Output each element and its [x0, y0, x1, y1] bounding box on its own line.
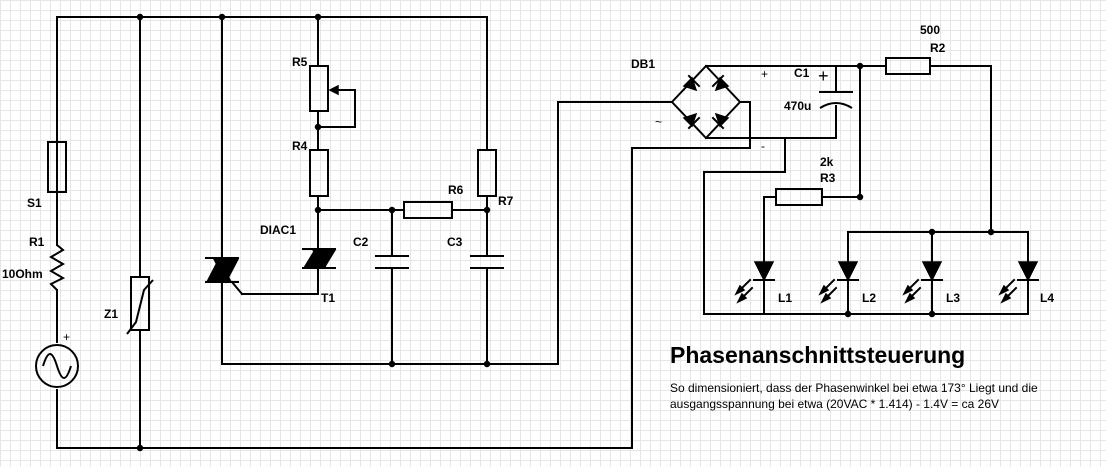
diagram-title: Phasenanschnittsteuerung	[670, 342, 966, 368]
r4-label: R4	[292, 139, 308, 153]
led-l2: L2	[818, 261, 876, 305]
r3-label: R3	[820, 171, 836, 185]
resistor-r1: R1 10Ohm	[2, 235, 66, 291]
z1-label: Z1	[104, 307, 118, 321]
db1-plus: +	[761, 67, 768, 81]
l2-label: L2	[862, 291, 876, 305]
resistor-r7: R7	[477, 149, 514, 208]
t1-label: T1	[321, 291, 335, 305]
db1-label: DB1	[631, 57, 655, 71]
c1-label: C1	[794, 66, 810, 80]
triac-t1: T1	[205, 257, 335, 305]
l1-label: L1	[778, 291, 792, 305]
resistor-r3: 2k R3	[775, 155, 836, 206]
fuse-s1: S1	[27, 141, 67, 210]
c1-value: 470u	[784, 99, 811, 113]
resistor-r2: 500 R2	[885, 23, 946, 75]
r3-value: 2k	[820, 155, 834, 169]
ac-source-plus: +	[63, 330, 70, 344]
capacitor-c2: C2	[353, 235, 409, 269]
r1-value: 10Ohm	[2, 267, 43, 281]
db1-minus: -	[761, 139, 765, 153]
diagram-description: So dimensioniert, dass der Phasenwinkel …	[670, 381, 1038, 411]
c1-plus: +	[818, 66, 829, 86]
diac1-label: DIAC1	[260, 223, 296, 237]
potentiometer-r5: R5	[292, 55, 339, 112]
led-l1: L1	[734, 261, 792, 305]
led-l3: L3	[902, 261, 960, 305]
l3-label: L3	[946, 291, 960, 305]
ac-source: +	[35, 330, 79, 388]
db1-ac: ~	[655, 115, 662, 129]
varistor-z1: Z1	[104, 276, 154, 335]
r2-value: 500	[920, 23, 940, 37]
resistor-r6: R6	[403, 183, 464, 219]
diac-diac1: DIAC1	[260, 223, 337, 270]
l4-label: L4	[1040, 291, 1054, 305]
r1-label: R1	[29, 235, 45, 249]
r6-label: R6	[448, 183, 464, 197]
r7-label: R7	[498, 194, 514, 208]
r5-label: R5	[292, 55, 308, 69]
bridge-rectifier-db1: DB1 + - ~	[631, 57, 887, 153]
r2-label: R2	[930, 41, 946, 55]
c3-label: C3	[447, 235, 463, 249]
capacitor-c1: C1 470u +	[784, 66, 853, 113]
c2-label: C2	[353, 235, 369, 249]
led-l4: L4	[998, 261, 1054, 305]
output-wiring	[703, 65, 1029, 315]
resistor-r4: R4	[292, 139, 329, 197]
primary-wiring	[56, 16, 751, 449]
s1-label: S1	[27, 196, 42, 210]
capacitor-c3: C3	[447, 235, 504, 269]
